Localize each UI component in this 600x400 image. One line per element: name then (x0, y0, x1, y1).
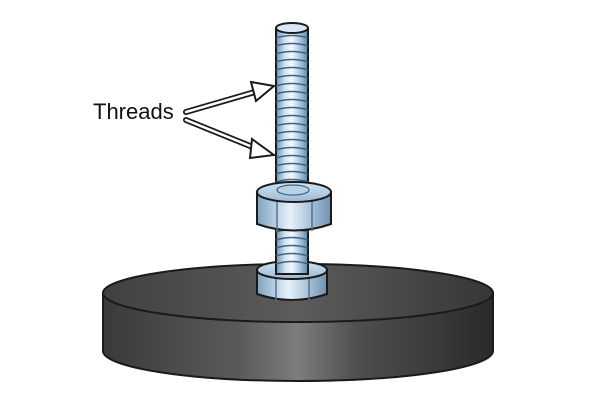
upper-arrow (183, 80, 277, 115)
threaded-rod (275, 22, 309, 275)
threads-label: Threads (93, 99, 174, 124)
threads-pointer-arrows (183, 80, 277, 160)
lower-arrow (183, 117, 277, 160)
upper-hex-nut (256, 181, 332, 232)
